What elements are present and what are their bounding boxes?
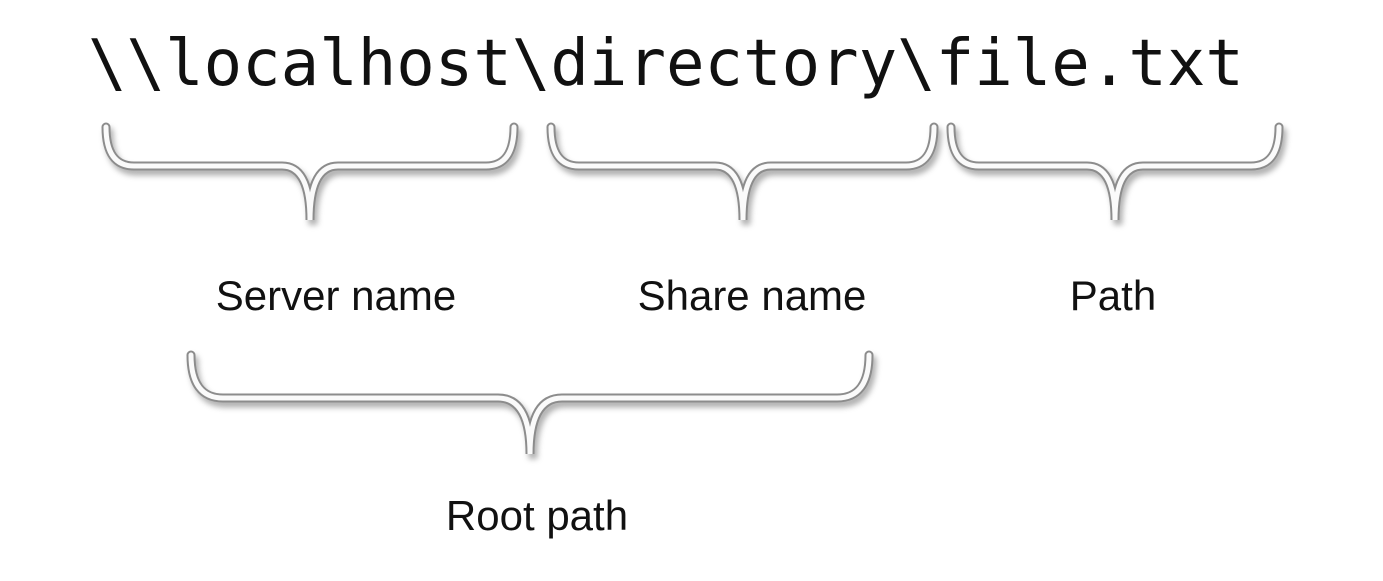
unc-path-text: \\localhost\directory\file.txt bbox=[88, 27, 1244, 101]
server-name-brace bbox=[101, 122, 519, 221]
share-name-brace bbox=[546, 122, 939, 221]
root-path-label: Root path bbox=[445, 492, 629, 539]
share-name-label: Share name bbox=[637, 272, 867, 319]
root-path-brace bbox=[186, 350, 874, 455]
server-name-label: Server name bbox=[215, 272, 457, 319]
path-brace bbox=[946, 122, 1284, 221]
path-label: Path bbox=[1069, 272, 1157, 319]
